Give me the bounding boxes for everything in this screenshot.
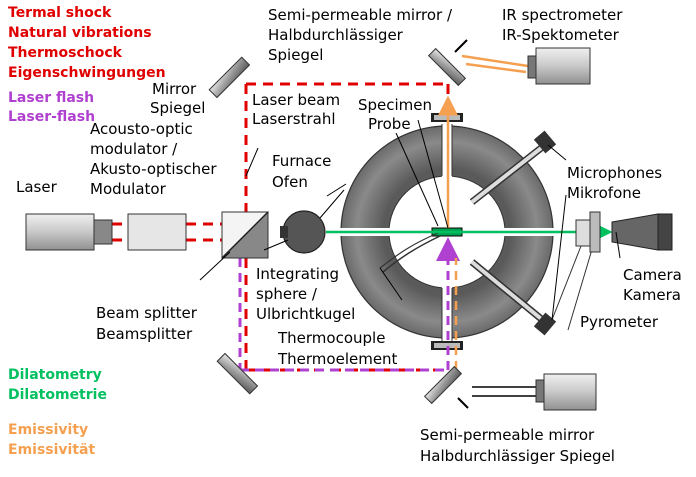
- legend-dilatometry-2: Dilatometrie: [8, 387, 107, 403]
- label-beam-splitter-1: Beam splitter: [96, 304, 198, 322]
- label-microphones-2: Mikrofone: [567, 184, 641, 202]
- orange-beam: [438, 54, 529, 370]
- label-ir-2: IR-Spektometer: [502, 26, 620, 44]
- pyrometer-beam: [472, 386, 536, 397]
- label-sphere-1: Integrating: [256, 265, 339, 283]
- label-mirror-1: Mirror: [152, 80, 197, 98]
- laser: [25, 213, 113, 251]
- mirror-top-left: [208, 56, 251, 99]
- label-pyrometer: Pyrometer: [580, 313, 659, 331]
- label-specimen-1: Specimen: [358, 96, 432, 114]
- legend-flash-2: Laser-flash: [8, 109, 95, 125]
- label-mirror-2: Spiegel: [150, 99, 205, 117]
- label-camera-2: Kamera: [623, 286, 681, 304]
- label-aom-1: Acousto-optic: [90, 120, 193, 138]
- purple-beam: [238, 237, 460, 372]
- label-aom-2: modulator /: [90, 140, 178, 158]
- label-semi-top-2: Halbdurchlässiger: [268, 26, 404, 44]
- label-laser-beam-1: Laser beam: [252, 91, 340, 109]
- beam-splitter: [220, 210, 269, 259]
- label-thermocouple-1: Thermocouple: [277, 329, 385, 347]
- label-semi-bottom-2: Halbdurchlässiger Spiegel: [420, 447, 615, 465]
- label-thermocouple-2: Thermoelement: [277, 350, 398, 368]
- label-laser-beam-2: Laserstrahl: [252, 110, 336, 128]
- label-sphere-3: Ulbrichtkugel: [256, 305, 355, 323]
- leader-lines: [199, 119, 621, 321]
- legend-shock-2: Natural vibrations: [8, 25, 152, 41]
- acousto-optic-modulator: [127, 213, 187, 251]
- legend-shock-4: Eigenschwingungen: [8, 65, 166, 81]
- legend-shock-1: Termal shock: [8, 5, 112, 21]
- thermocouple: [382, 235, 441, 273]
- label-ir-1: IR spectrometer: [502, 6, 623, 24]
- semi-mirror-bottom: [423, 365, 463, 405]
- mirror-bottom-left: [216, 352, 259, 395]
- label-laser: Laser: [16, 178, 58, 196]
- integrating-sphere: [280, 210, 326, 254]
- label-aom-3: Akusto-optischer: [90, 160, 217, 178]
- label-camera-1: Camera: [623, 266, 682, 284]
- legend-emissivity-1: Emissivity: [8, 422, 88, 438]
- label-specimen-2: Probe: [368, 115, 411, 133]
- label-sphere-2: sphere /: [256, 285, 318, 303]
- label-aom-4: Modulator: [90, 180, 167, 198]
- label-semi-top-3: Spiegel: [268, 46, 323, 64]
- legend-shock-3: Thermoschock: [8, 45, 123, 61]
- ir-spectrometer: [527, 47, 591, 85]
- microphone-bottom: [469, 259, 557, 336]
- label-semi-top-1: Semi-permeable mirror /: [268, 6, 453, 24]
- label-semi-bottom-1: Semi-permeable mirror: [420, 426, 595, 444]
- detector-block: [575, 211, 601, 253]
- label-furnace-2: Ofen: [272, 173, 308, 191]
- label-microphones-1: Microphones: [567, 164, 662, 182]
- pyrometer: [535, 373, 597, 411]
- legend-flash-1: Laser flash: [8, 90, 94, 106]
- semi-mirror-top: [427, 47, 467, 87]
- legend-emissivity-2: Emissivität: [8, 442, 95, 458]
- legend-dilatometry-1: Dilatometry: [8, 367, 102, 383]
- pyrometer-leads: [547, 245, 594, 331]
- label-beam-splitter-2: Beamsplitter: [96, 325, 193, 343]
- label-furnace-1: Furnace: [272, 152, 331, 170]
- camera: [611, 213, 673, 251]
